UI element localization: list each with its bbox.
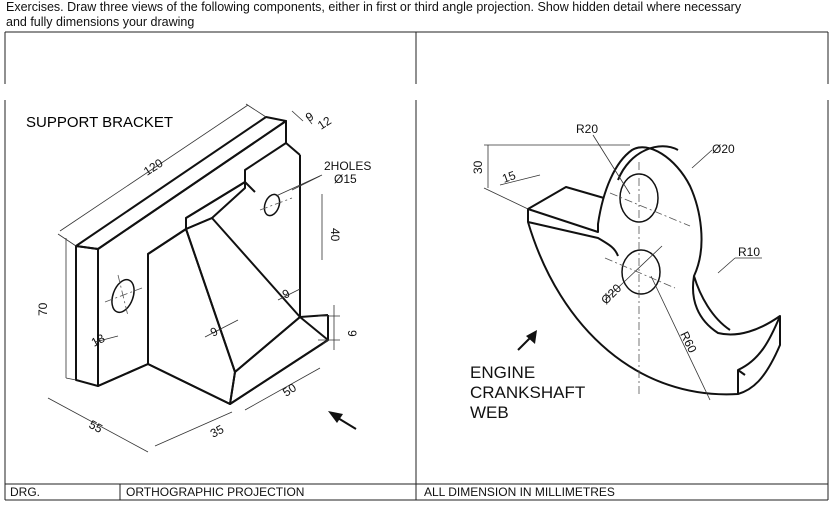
dim-length-120: 120 bbox=[141, 156, 166, 179]
dim-top-12: 12 bbox=[315, 113, 334, 132]
dim-depth-55: 55 bbox=[87, 417, 106, 436]
web-title-line-3: WEB bbox=[470, 403, 509, 422]
bracket-outline bbox=[75, 116, 329, 405]
exercise-instructions: Exercises. Draw three views of the follo… bbox=[6, 0, 828, 30]
bracket-dimension-labels: 120 9 12 2HOLES Ø15 40 70 18 9 9 9 50 55… bbox=[36, 109, 371, 441]
bracket-view-arrow bbox=[328, 411, 357, 430]
web-dimension-labels: R20 Ø20 30 15 R10 Ø20 R60 bbox=[471, 122, 760, 355]
hole-rear bbox=[263, 193, 281, 217]
web-title-line-2: CRANKSHAFT bbox=[470, 383, 585, 402]
dim-height-30: 30 bbox=[471, 160, 485, 174]
crankshaft-web-title: ENGINE CRANKSHAFT WEB bbox=[470, 363, 585, 422]
footer-drg: DRG. bbox=[10, 485, 40, 499]
footer-units: ALL DIMENSION IN MILLIMETRES bbox=[424, 485, 615, 499]
dim-top-9: 9 bbox=[303, 109, 316, 125]
dim-base-width-35: 35 bbox=[208, 422, 227, 441]
bracket-holes bbox=[111, 193, 281, 314]
web-title-line-1: ENGINE bbox=[470, 363, 535, 382]
support-bracket-drawing: SUPPORT BRACKET bbox=[26, 103, 371, 453]
bracket-centerlines bbox=[104, 197, 293, 317]
dim-r20: R20 bbox=[576, 122, 598, 136]
footer-title: ORTHOGRAPHIC PROJECTION bbox=[126, 485, 305, 499]
sheet-grid bbox=[4, 31, 829, 501]
web-view-arrow bbox=[517, 330, 537, 351]
holes-label-line-1: 2HOLES bbox=[324, 159, 371, 173]
holes-label-line-2: Ø15 bbox=[334, 172, 357, 186]
web-holes bbox=[619, 173, 661, 295]
instructions-line-2: and fully dimensions your drawing bbox=[6, 15, 195, 29]
dim-hole-offset-18: 18 bbox=[89, 331, 108, 350]
web-dimension-lines bbox=[483, 134, 762, 401]
crankshaft-web-drawing: R20 Ø20 30 15 R10 Ø20 R60 ENGINE CRANKSH… bbox=[470, 122, 781, 422]
instructions-line-1: Exercises. Draw three views of the follo… bbox=[6, 0, 742, 14]
web-centerlines bbox=[604, 162, 691, 395]
hole-middle bbox=[621, 249, 661, 295]
dim-width-15: 15 bbox=[500, 168, 518, 186]
support-bracket-title: SUPPORT BRACKET bbox=[26, 114, 173, 131]
web-outline bbox=[527, 145, 781, 396]
dim-base-thickness-9: 9 bbox=[345, 330, 359, 337]
dim-height-70: 70 bbox=[36, 302, 50, 316]
bracket-dimension-lines bbox=[47, 103, 340, 453]
dim-dia20-top: Ø20 bbox=[712, 142, 735, 156]
hole-front bbox=[111, 278, 135, 314]
dim-hole-height-40: 40 bbox=[328, 228, 342, 242]
dim-r60: R60 bbox=[677, 329, 699, 355]
dim-r10: R10 bbox=[738, 245, 760, 259]
dim-base-length-50: 50 bbox=[280, 380, 299, 399]
